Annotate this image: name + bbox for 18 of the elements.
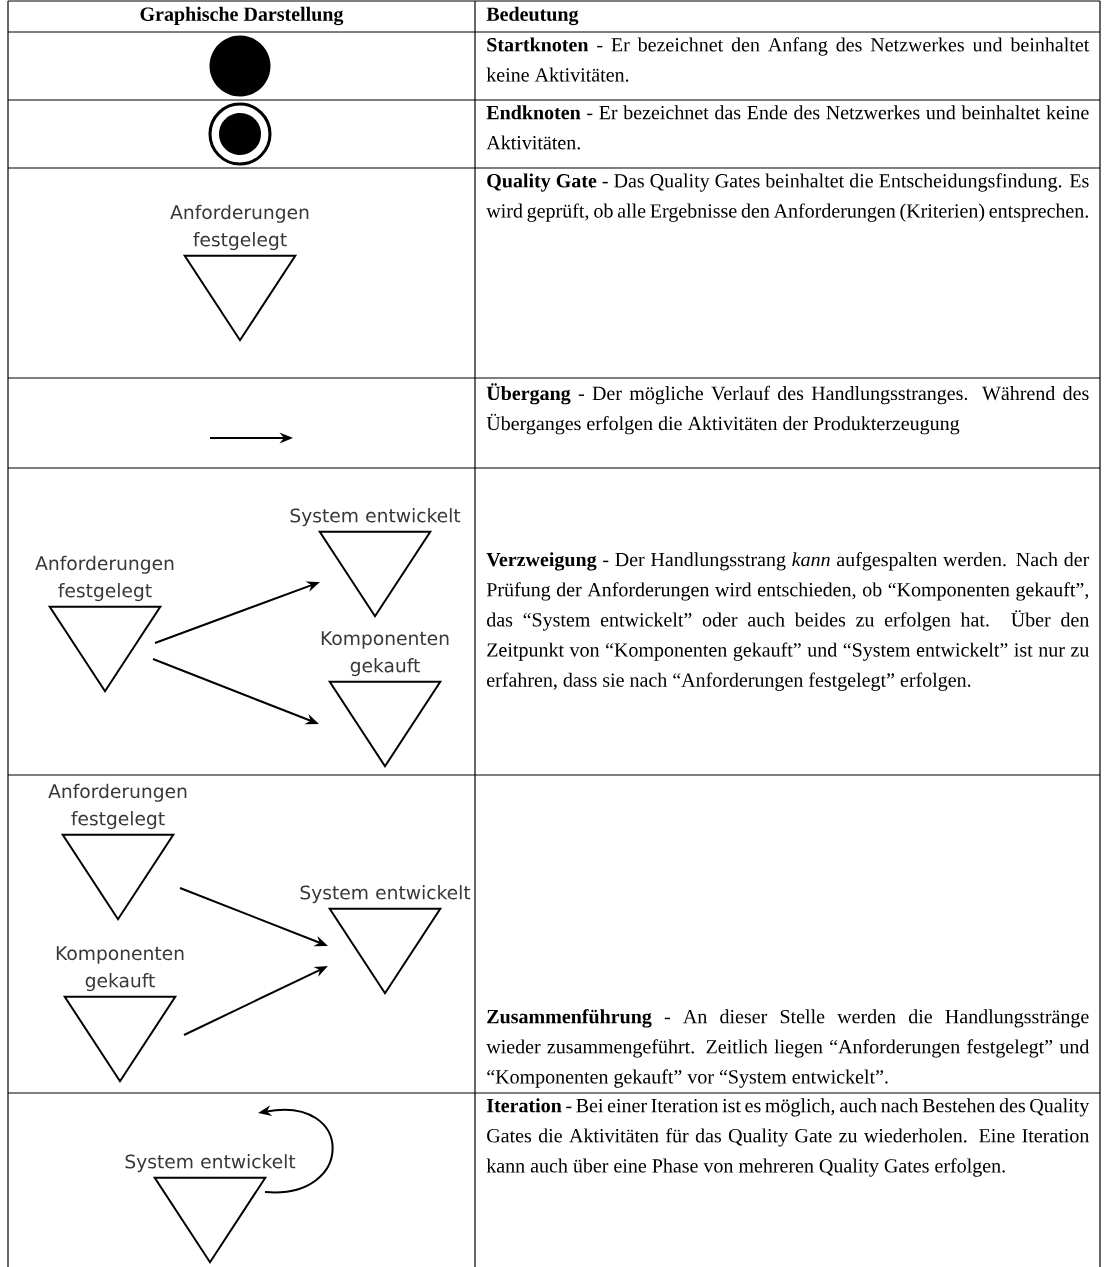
filled-circle (209, 35, 271, 97)
node-label: Komponenten gekauft (56, 946, 184, 992)
description-text: Startknoten - Er bezeichnet den Anfang des Netzwerkes und beinhaltet keine Aktivitäten. (486, 37, 1090, 82)
node-label: System entwickelt (300, 885, 471, 904)
description-text: Iteration - Bei einer Iteration ist es möglich, auch nach Bestehen des Quality Gates die Aktivitäten für das Quality Gate zu wiederholen. Eine Iteration kann auch über eine Phase von mehreren Quality Gates erfolgen. (486, 1098, 1090, 1177)
node-label: System entwickelt (290, 508, 461, 527)
node-label: Anforderungen festgelegt (170, 204, 309, 251)
node-label: System entwickelt (125, 1154, 296, 1173)
description-text: Quality Gate - Das Quality Gates beinhaltet die Entscheidungsfindung. Es wird geprüft, ob alle Ergebnisse den Anforderungen (Kriterien) entsprechen. (486, 173, 1089, 222)
description-text: Zusammenführung - An dieser Stelle werden die Handlungsstränge wieder zusammengeführt. Zeitlich liegen “Anforderungen festgelegt” und “Komponenten gekauft” vor “System entwickelt”. (486, 1009, 1090, 1088)
description-text: Verzweigung - Der Handlungsstrang kann aufgespalten werden. Nach der Prüfung der Anforderungen wird entschieden, ob “Komponenten gekauft”, das “System entwickelt” oder auch beides zu erfolgen hat. Über den Zeitpunkt von “Komponenten gekauft” und “System entwickelt” ist nur zu erfahren, dass sie nach “Anforderungen festgelegt” erfolgen. (486, 552, 1090, 691)
description-text: Endknoten - Er bezeichnet das Ende des Netzwerkes und beinhaltet keine Aktivitäten. (486, 105, 1089, 150)
node-label: Anforderungen festgelegt (48, 783, 187, 830)
node-label: Anforderungen festgelegt (35, 555, 174, 602)
node-label: Komponenten gekauft (321, 631, 449, 677)
column-header: Bedeutung (486, 6, 579, 26)
description-text: Übergang - Der mögliche Verlauf des Handlungsstranges. Während des Überganges erfolgen die Aktivitäten der Produkterzeugung (486, 383, 1089, 435)
ringed-circle (208, 102, 272, 166)
